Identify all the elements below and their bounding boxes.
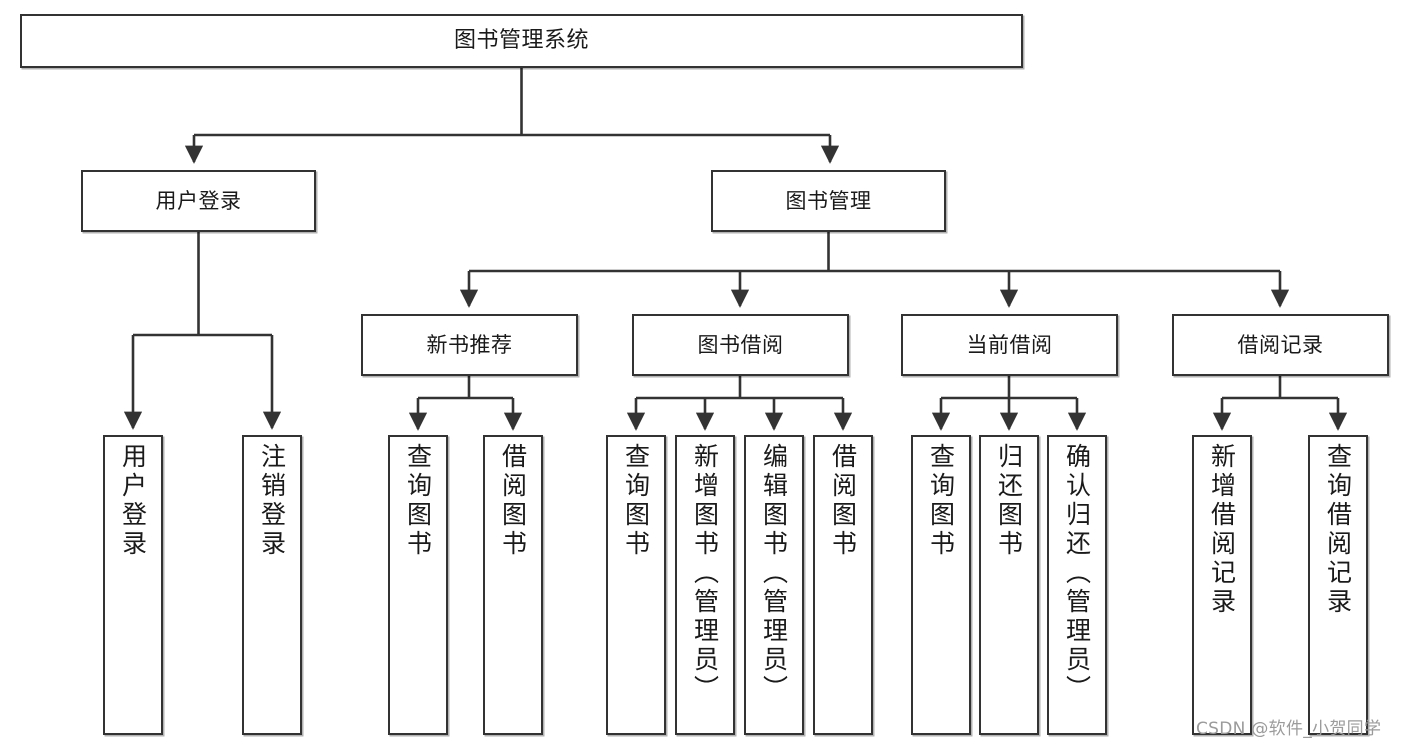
node-new-book-recommend[interactable]: 新书推荐 [361, 314, 578, 376]
node-label: 用户登录 [118, 443, 148, 559]
node-label: 查询借阅记录 [1323, 443, 1353, 617]
node-book-management[interactable]: 图书管理 [711, 170, 946, 232]
leaf-borrow-edit-book-admin[interactable]: 编辑图书（管理员） [744, 435, 804, 735]
node-label: 当前借阅 [966, 332, 1053, 357]
leaf-user-login-login[interactable]: 用户登录 [103, 435, 163, 735]
node-label: 借阅记录 [1237, 332, 1324, 357]
node-label: 查询图书 [621, 443, 651, 559]
leaf-new-book-borrow[interactable]: 借阅图书 [483, 435, 543, 735]
leaf-borrow-add-book-admin[interactable]: 新增图书（管理员） [675, 435, 735, 735]
node-label: 编辑图书（管理员） [759, 443, 789, 704]
leaf-borrow-borrow-book[interactable]: 借阅图书 [813, 435, 873, 735]
leaf-records-add-record[interactable]: 新增借阅记录 [1192, 435, 1252, 735]
leaf-new-book-query[interactable]: 查询图书 [388, 435, 448, 735]
csdn-watermark: CSDN @软件_小贺同学 [1196, 719, 1382, 739]
leaf-borrow-query-book[interactable]: 查询图书 [606, 435, 666, 735]
node-book-borrow[interactable]: 图书借阅 [632, 314, 849, 376]
leaf-current-confirm-return-admin[interactable]: 确认归还（管理员） [1047, 435, 1107, 735]
node-root-system[interactable]: 图书管理系统 [20, 14, 1023, 68]
node-current-borrow[interactable]: 当前借阅 [901, 314, 1118, 376]
node-label: 新书推荐 [426, 332, 513, 357]
node-label: 图书管理 [785, 188, 872, 213]
node-label: 新增借阅记录 [1207, 443, 1237, 617]
node-label: 图书管理系统 [453, 28, 589, 54]
node-label: 查询图书 [403, 443, 433, 559]
leaf-current-return-book[interactable]: 归还图书 [979, 435, 1039, 735]
node-label: 确认归还（管理员） [1062, 443, 1092, 704]
leaf-current-query-book[interactable]: 查询图书 [911, 435, 971, 735]
node-borrow-records[interactable]: 借阅记录 [1172, 314, 1389, 376]
node-label: 归还图书 [994, 443, 1024, 559]
leaf-user-login-logout[interactable]: 注销登录 [242, 435, 302, 735]
node-user-login[interactable]: 用户登录 [81, 170, 316, 232]
node-label: 注销登录 [257, 443, 287, 559]
node-label: 图书借阅 [697, 332, 784, 357]
node-label: 借阅图书 [498, 443, 528, 559]
node-label: 查询图书 [926, 443, 956, 559]
node-label: 用户登录 [155, 188, 242, 213]
leaf-records-query-record[interactable]: 查询借阅记录 [1308, 435, 1368, 735]
node-label: 新增图书（管理员） [690, 443, 720, 704]
node-label: 借阅图书 [828, 443, 858, 559]
